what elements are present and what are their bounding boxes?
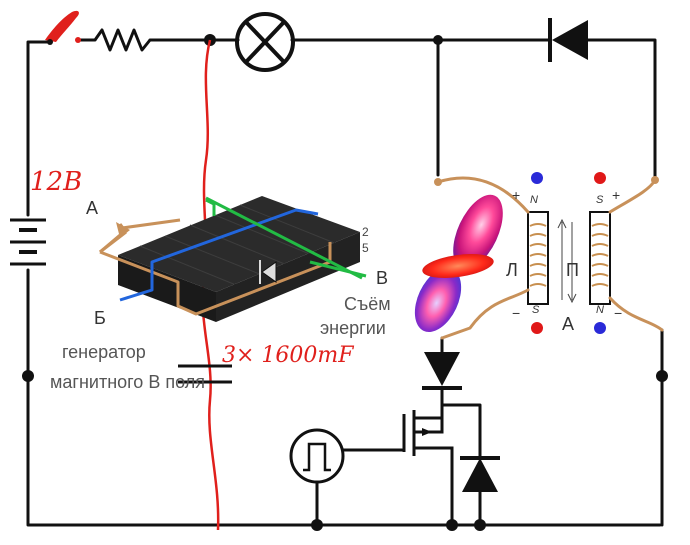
- pole-s-left: S: [532, 304, 540, 316]
- coil-left-label: Л: [506, 260, 518, 280]
- junction-top-right: [433, 35, 443, 45]
- sign-minus-right: −: [614, 305, 622, 321]
- plasma-orbital-image: [414, 194, 503, 332]
- diode-top-icon: [548, 18, 588, 62]
- junction-bottom-1: [311, 519, 323, 531]
- label-a-right: А: [562, 314, 574, 334]
- coil-left: [527, 211, 549, 305]
- resistor-icon: [93, 28, 152, 52]
- blue-coil-wire: [119, 208, 319, 302]
- generator-line2: магнитного В поля: [50, 372, 205, 392]
- generator-board: [118, 196, 360, 322]
- capacitor-icon: [178, 364, 232, 384]
- pole-dot-blue-top: [531, 172, 543, 184]
- switch-icon: [45, 10, 81, 45]
- label-v: В: [376, 268, 388, 288]
- coil-right: [589, 211, 611, 305]
- mosfet-icon: [402, 410, 454, 460]
- coil-right-label: П: [566, 260, 579, 280]
- green-coil-wire-1: [205, 196, 363, 280]
- pole-dot-blue-bottom: [594, 322, 606, 334]
- pole-n-left: N: [530, 194, 538, 206]
- junction-left: [22, 370, 34, 382]
- battery-icon: [10, 218, 46, 266]
- field-arrows-icon: [557, 218, 577, 304]
- green-coil-wire-2: [205, 198, 367, 278]
- label-b: Б: [94, 308, 106, 328]
- pole-dot-red-top: [594, 172, 606, 184]
- diode-mid-icon: [422, 352, 462, 390]
- pulse-generator-icon: [289, 428, 345, 484]
- diode-bottom-icon: [460, 456, 500, 492]
- board-label-5: 5: [362, 241, 369, 255]
- board-diode-icon: [259, 260, 277, 284]
- pole-dot-red-bottom: [531, 322, 543, 334]
- brown-arrow-icon: [116, 222, 130, 238]
- voltage-label: 12В: [30, 167, 82, 197]
- energy-pickup-line2: энергии: [320, 318, 386, 338]
- junction-right: [656, 370, 668, 382]
- capacitor-label: 3× 1600mF: [222, 343, 354, 368]
- sign-plus-left: +: [512, 187, 520, 203]
- coil-brown-wires: [436, 176, 664, 340]
- pole-s-right: S: [596, 194, 604, 206]
- junction-dots: [22, 34, 668, 531]
- generator-line1: генератор: [62, 342, 146, 362]
- label-a-top: А: [86, 198, 98, 218]
- junction-bottom-2: [446, 519, 458, 531]
- pole-n-right: N: [596, 304, 604, 316]
- energy-pickup-line1: Съём: [344, 294, 391, 314]
- sign-minus-left: −: [512, 305, 520, 321]
- lamp-icon: [235, 12, 295, 72]
- board-label-2: 2: [362, 225, 369, 239]
- junction-bottom-3: [474, 519, 486, 531]
- sign-plus-right: +: [612, 187, 620, 203]
